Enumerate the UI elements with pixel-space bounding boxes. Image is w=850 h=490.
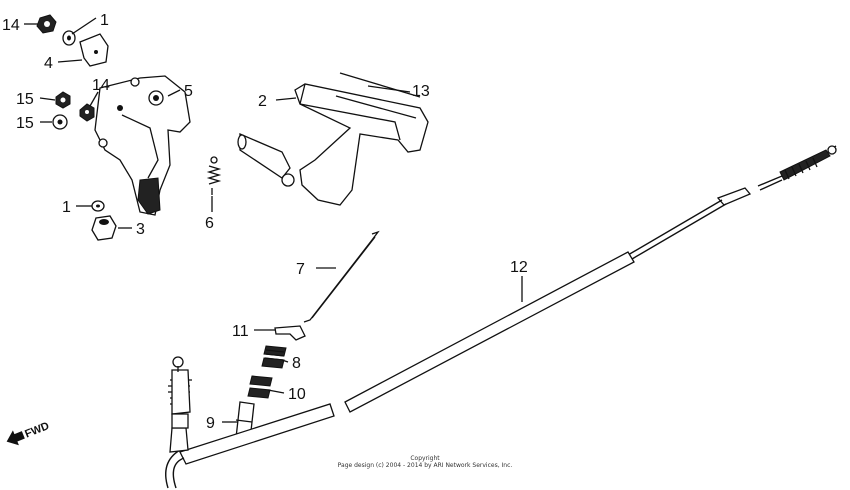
plate-4 — [79, 33, 109, 67]
callout-14-mid: 14 — [92, 77, 110, 94]
spring-6 — [206, 156, 222, 195]
callout-13: 13 — [412, 83, 430, 100]
copyright-line-2: Page design (c) 2004 - 2014 by ARI Netwo… — [338, 462, 513, 469]
leader-lines — [24, 17, 523, 423]
fwd-arrow-icon: FWD — [6, 420, 51, 446]
callout-1-bottom: 1 — [62, 199, 71, 216]
callout-15-b: 15 — [16, 115, 34, 132]
brake-pedal-2 — [237, 83, 429, 206]
callout-4: 4 — [44, 55, 53, 72]
brake-cable-12 — [165, 145, 837, 489]
callout-12: 12 — [510, 259, 528, 276]
copyright-line-1: Copyright — [410, 455, 440, 462]
callout-2: 2 — [258, 93, 267, 110]
washer-1-bottom — [91, 200, 105, 212]
callout-14-top: 14 — [2, 17, 20, 34]
callout-5: 5 — [184, 83, 193, 100]
callout-7: 7 — [296, 261, 305, 278]
bushing-3 — [91, 215, 117, 241]
nut-14-mid — [79, 103, 95, 122]
callout-15-a: 15 — [16, 91, 34, 108]
callout-10: 10 — [288, 386, 306, 403]
clip-11 — [274, 325, 306, 341]
fwd-label: FWD — [23, 420, 51, 441]
washer-1-top — [62, 30, 76, 46]
spring-8 — [261, 345, 287, 369]
callout-9: 9 — [206, 415, 215, 432]
callout-3: 3 — [136, 221, 145, 238]
callout-1-top: 1 — [100, 12, 109, 29]
washer-15-b — [52, 114, 68, 130]
callout-6: 6 — [205, 215, 214, 232]
bracket-5 — [94, 75, 191, 216]
nut-14-top — [36, 14, 57, 34]
nut-15-a — [55, 91, 71, 109]
callout-11: 11 — [232, 323, 249, 340]
callout-8: 8 — [292, 355, 301, 372]
spring-10 — [247, 375, 273, 399]
pedal-pad-13 — [335, 72, 421, 119]
rod-7 — [303, 230, 380, 323]
